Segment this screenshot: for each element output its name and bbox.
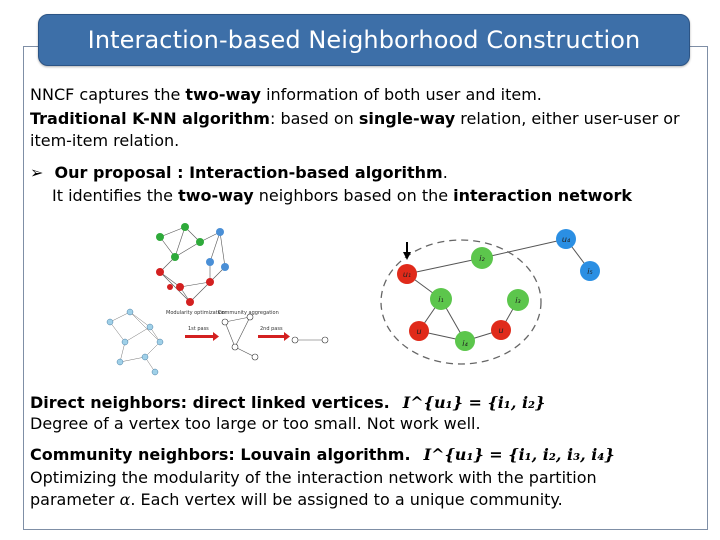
- node-label: i₂: [479, 254, 485, 263]
- proposal-line-1: ➢ Our proposal : Interaction-based algor…: [30, 162, 448, 183]
- node-i2: [471, 247, 493, 269]
- knn-emphasis: Traditional K-NN algorithm: [30, 109, 270, 128]
- two-way-emphasis: two-way: [178, 186, 254, 205]
- meta-nodes: [221, 313, 259, 361]
- direct-neighbors-line: Direct neighbors: direct linked vertices…: [30, 392, 545, 413]
- graph-nodes-top: [156, 223, 229, 306]
- meta-node: [291, 336, 299, 344]
- node-i5: [580, 261, 600, 281]
- arrow-right-icon: [213, 332, 219, 341]
- louvain-illustration: Modularity optimization Community aggreg…: [106, 223, 329, 376]
- arrow-down-icon: [403, 252, 411, 260]
- node-u4: [556, 229, 576, 249]
- proposal-line-2: It identifies the two-way neighbors base…: [52, 185, 632, 206]
- proposal-text: It identifies the: [52, 186, 179, 205]
- alpha-symbol: α: [119, 490, 131, 509]
- node-label: u₄: [562, 235, 571, 244]
- intro-line-3: item-item relation.: [30, 131, 180, 150]
- direct-neighbors-note: Degree of a vertex too large or too smal…: [30, 414, 481, 433]
- arrow-bullet-icon: ➢: [30, 163, 44, 182]
- graph-edges-bottom: [109, 311, 161, 373]
- community-desc-line-1: Optimizing the modularity of the interac…: [30, 468, 597, 487]
- node-label: u: [416, 327, 421, 336]
- community-neighbors-line: Community neighbors: Louvain algorithm. …: [30, 444, 615, 465]
- community-formula: I^{u₁} = {i₁, i₂, i₃, i₄}: [423, 445, 615, 464]
- title-banner: Interaction-based Neighborhood Construct…: [38, 14, 690, 66]
- node-u3: [491, 320, 511, 340]
- intro-text: : based on: [269, 109, 359, 128]
- meta-node: [321, 336, 329, 344]
- node-u1: [397, 264, 417, 284]
- first-pass-label: 1st pass: [188, 326, 209, 332]
- node-label: u₁: [403, 270, 411, 279]
- proposal-period: .: [442, 163, 448, 182]
- arrow-right-icon: [284, 332, 290, 341]
- two-way-emphasis: two-way: [185, 85, 261, 104]
- node-label: i₅: [587, 267, 592, 276]
- single-way-emphasis: single-way: [358, 109, 456, 128]
- node-i4: [455, 331, 475, 351]
- modularity-label: Modularity optimization: [166, 310, 225, 316]
- intro-line-1: NNCF captures the two-way information of…: [30, 84, 542, 105]
- pass-arrow-1: [185, 335, 213, 338]
- intro-text: NNCF captures the: [30, 85, 186, 104]
- community-boundary: [380, 239, 542, 365]
- network-nodes: [397, 229, 600, 351]
- node-label: i₄: [462, 339, 468, 348]
- pass-arrow-2: [258, 335, 284, 338]
- node-label: i₁: [438, 295, 443, 304]
- node-label: u: [498, 326, 503, 335]
- node-u2: [409, 321, 429, 341]
- node-i3: [507, 289, 529, 311]
- proposal-heading: Our proposal : Interaction-based algorit…: [54, 163, 443, 182]
- graph-nodes-bottom: [106, 308, 164, 376]
- community-neighbors-label: Community neighbors: Louvain algorithm.: [30, 445, 411, 464]
- second-pass-label: 2nd pass: [260, 326, 283, 332]
- direct-neighbors-label: Direct neighbors: direct linked vertices…: [30, 393, 390, 412]
- graph-edges-top: [159, 226, 226, 303]
- intro-text: relation, either user-user or: [455, 109, 680, 128]
- intro-text: information of both user and item.: [260, 85, 542, 104]
- aggregation-label: Community aggregation: [218, 310, 279, 316]
- proposal-text: neighbors based on the: [253, 186, 454, 205]
- node-labels: u₁ i₂ i₁ i₃ u₄ i₅ i₄ u u: [403, 235, 593, 348]
- community-desc-line-2: parameter α. Each vertex will be assigne…: [30, 490, 563, 509]
- interaction-network-diagram: u₁ i₂ i₁ i₃ u₄ i₅ i₄ u u: [380, 229, 600, 365]
- slide-title: Interaction-based Neighborhood Construct…: [87, 26, 641, 54]
- direct-formula: I^{u₁} = {i₁, i₂}: [402, 393, 546, 412]
- node-i1: [430, 288, 452, 310]
- interaction-network-emphasis: interaction network: [453, 186, 632, 205]
- meta-graph-1: [224, 316, 256, 358]
- node-label: i₃: [515, 296, 520, 305]
- intro-line-2: Traditional K-NN algorithm: based on sin…: [30, 108, 680, 129]
